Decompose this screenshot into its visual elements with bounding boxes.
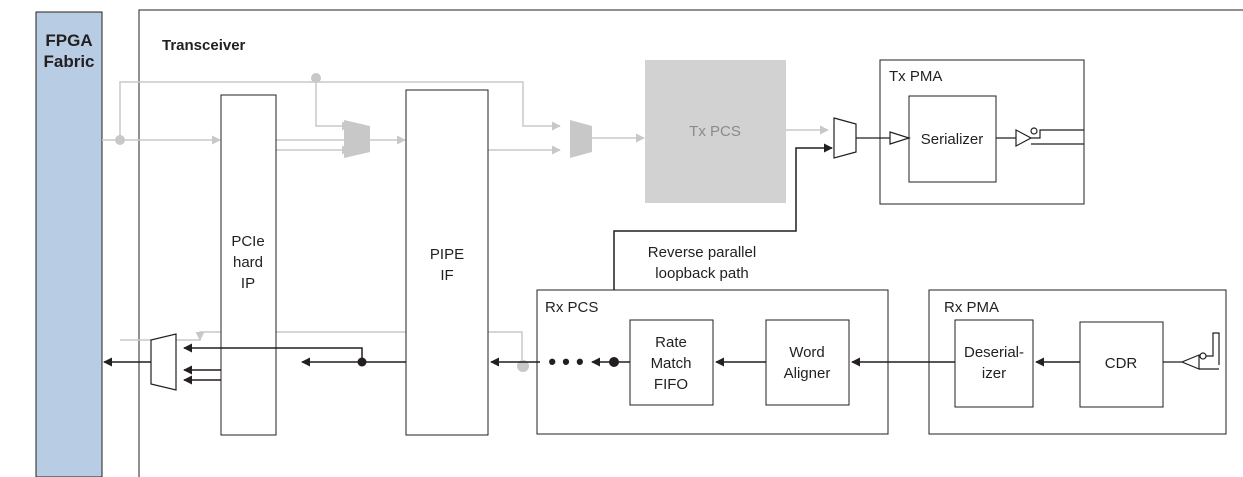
deserializer-line2: izer [982,365,1006,382]
deserializer-line1: Deserial- [964,344,1024,361]
cdr-label: CDR [1105,355,1138,372]
tx-pcs-block: Tx PCS [645,60,786,203]
pcie-label-line2: hard [233,254,263,271]
rate-match-line1: Rate [655,334,687,351]
pipe-label-line2: IF [440,267,453,284]
tx-output-mux [833,117,857,159]
word-aligner-line1: Word [789,344,825,361]
rx-pcs-ellipsis: • • • [548,349,583,374]
rx-input-buffer [1180,354,1200,370]
loopback-label-line2: loopback path [655,265,748,282]
rx-pcs-title: Rx PCS [545,299,598,316]
rx-pma-title: Rx PMA [944,299,999,316]
pipe-label-line1: PIPE [430,246,464,263]
rate-match-line3: FIFO [654,376,688,393]
rx-pcs-block: Rx PCS • • • Rate Match FIFO Word Aligne… [536,289,889,435]
grey-mux-2 [570,120,592,158]
pipe-if-block: PIPE IF [405,89,489,436]
grey-mux-1 [344,120,370,158]
fabric-label-line1: FPGA [45,31,92,50]
serializer-label: Serializer [921,131,984,148]
deserializer-block [954,319,1034,408]
pcie-label-line3: IP [241,275,255,292]
word-aligner-line2: Aligner [784,365,831,382]
rate-match-line2: Match [651,355,692,372]
pcie-hard-ip-block: PCIe hard IP [220,94,277,436]
loopback-label-line1: Reverse parallel [648,244,756,261]
fpga-fabric-block: FPGA Fabric [35,11,103,477]
tx-pcs-label: Tx PCS [689,123,741,140]
serializer-block [908,95,997,183]
word-aligner-block [765,319,850,406]
rate-match-fifo-block [629,319,714,406]
tx-pma-block: Tx PMA Serializer [856,59,1085,205]
cdr-block [1079,321,1164,408]
reverse-parallel-loopback: Reverse parallel loopback path [613,143,833,362]
tx-output-buffer [1015,129,1033,147]
transceiver-title: Transceiver [162,37,246,54]
rx-output-mux [150,333,177,391]
black-junction-dots [357,357,619,367]
rx-datapath-active [103,343,1080,385]
pcie-label-line1: PCIe [231,233,264,250]
tx-pma-title: Tx PMA [889,68,942,85]
fabric-label-line2: Fabric [43,52,94,71]
grey-junction-dots [115,73,529,372]
transceiver-frame: Transceiver [138,9,1243,477]
tx-datapath-inactive [102,81,829,360]
